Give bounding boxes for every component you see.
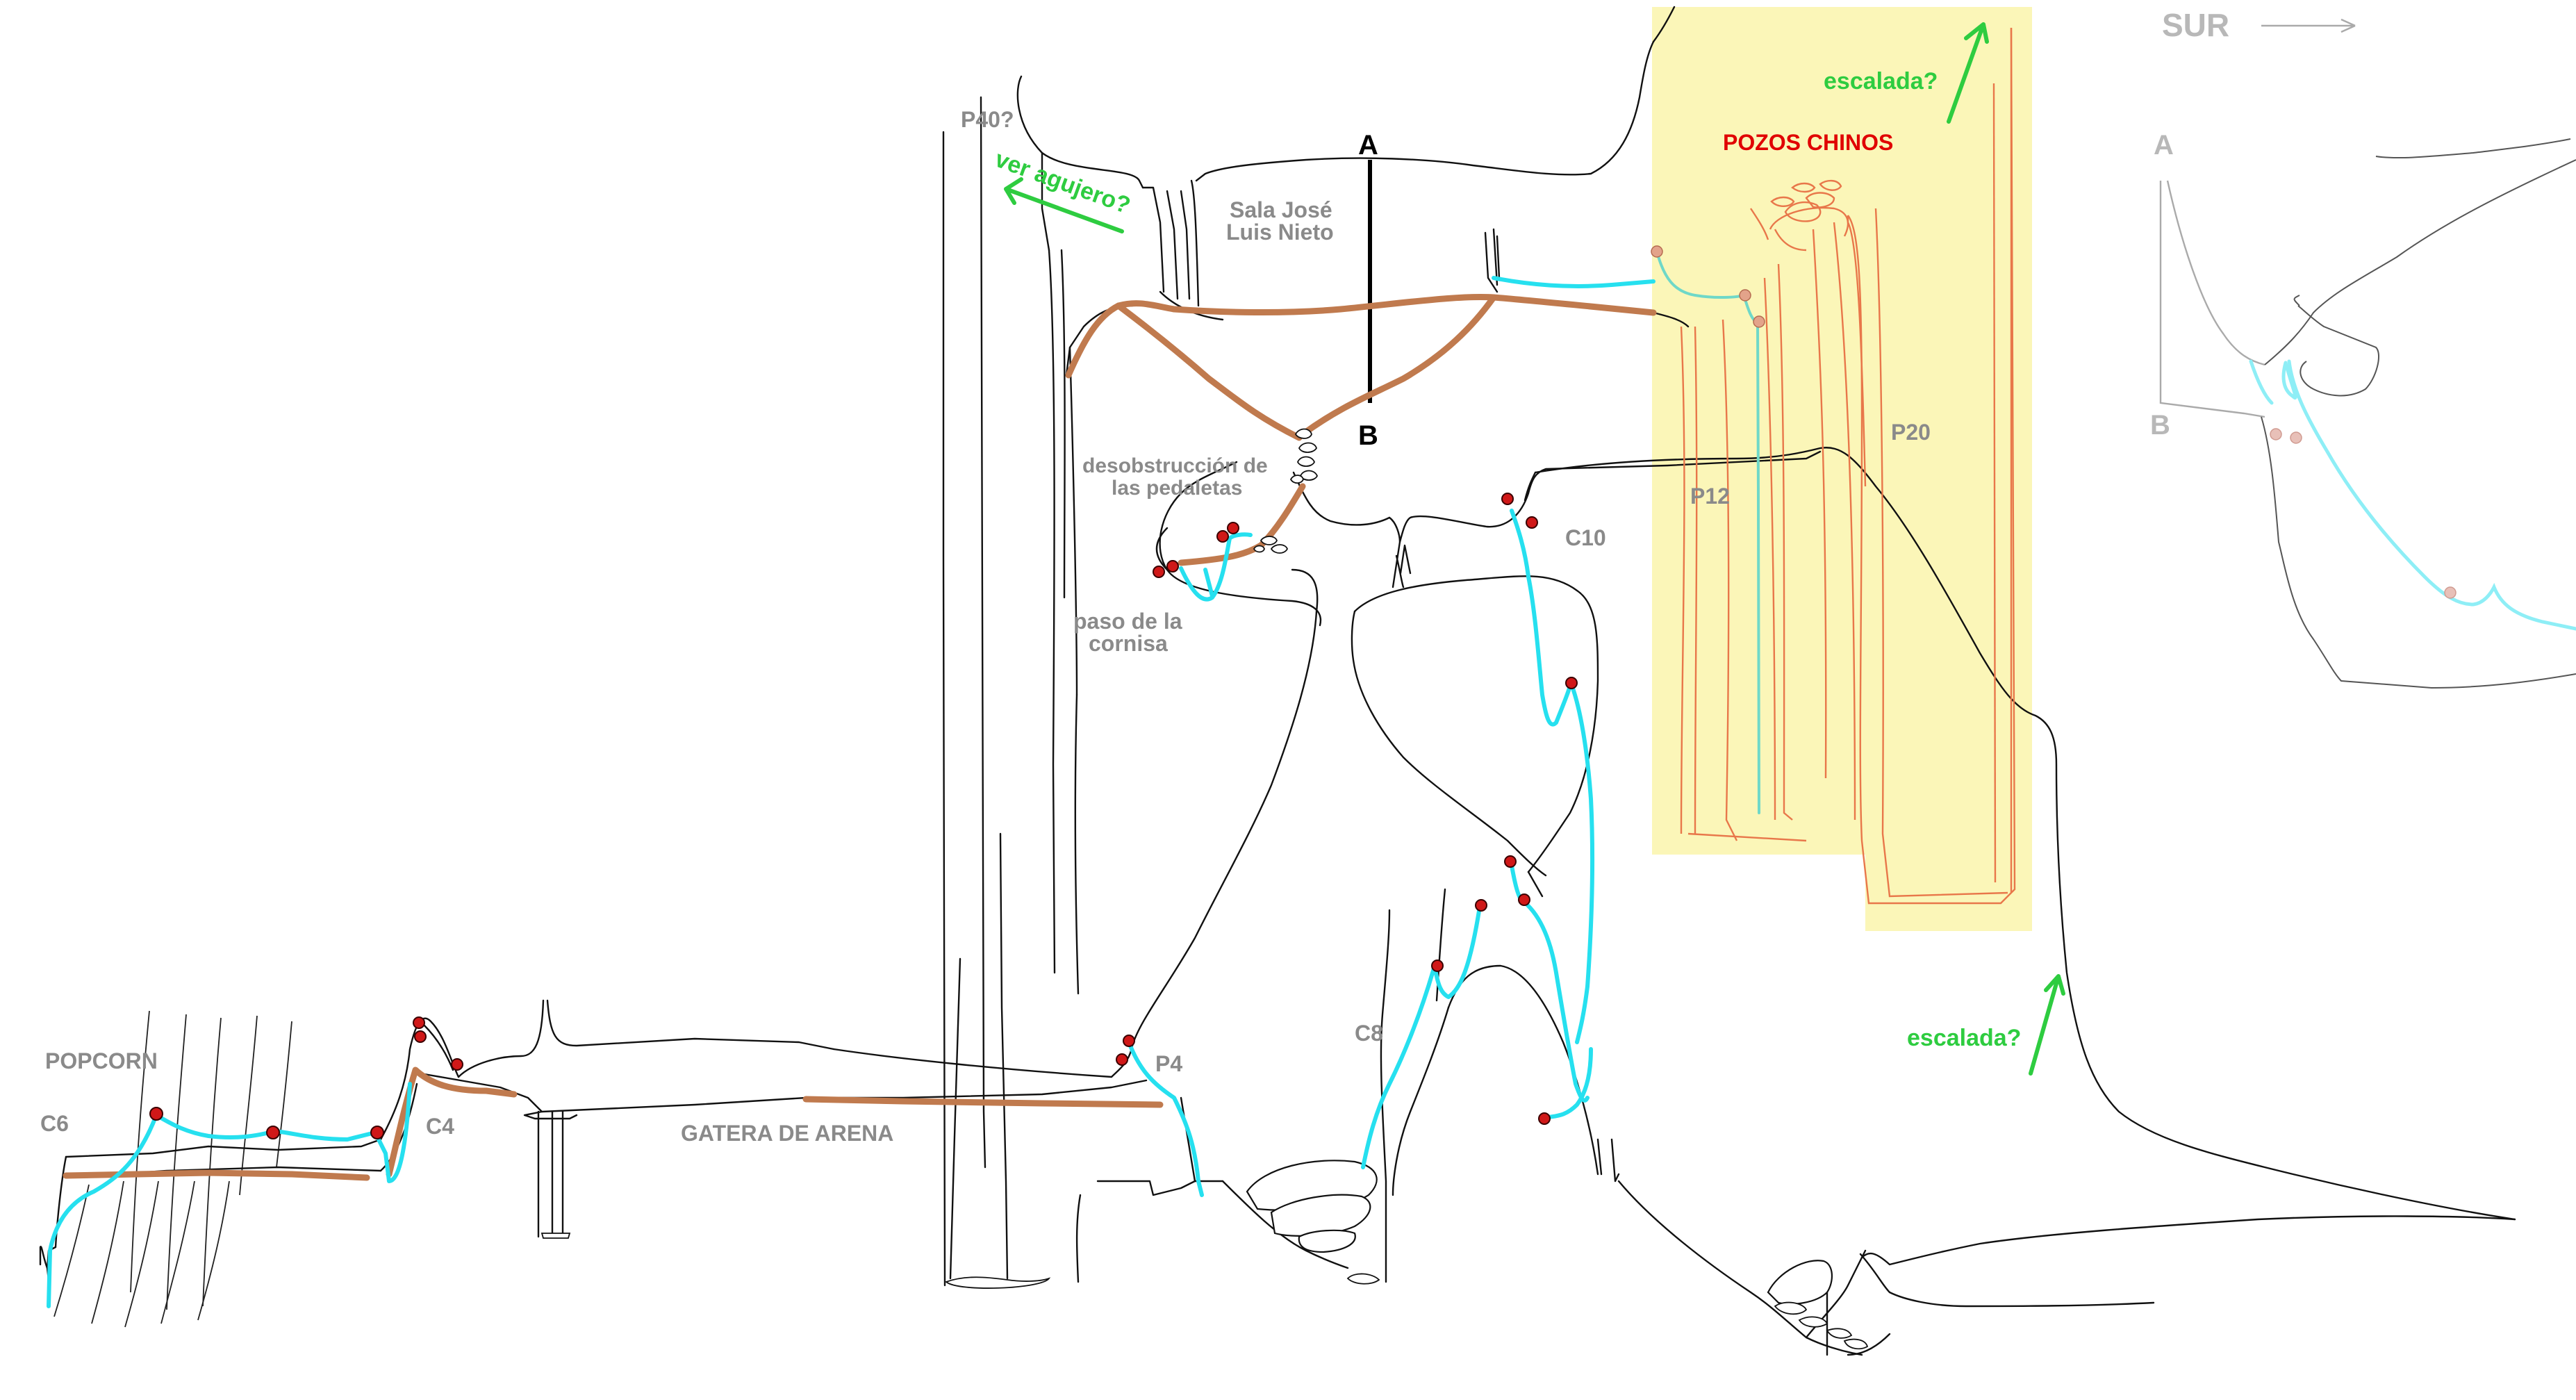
arrow-ver-agujero	[1004, 177, 1124, 233]
label-p20: P20	[1891, 420, 1931, 445]
label-p40: P40?	[961, 107, 1014, 132]
anchor	[1526, 516, 1538, 529]
anchor	[266, 1126, 280, 1139]
arrow-sur	[2261, 18, 2356, 33]
anchor	[1504, 855, 1517, 868]
anchor	[1565, 677, 1578, 689]
anchor	[149, 1107, 163, 1121]
label-p4: P4	[1155, 1051, 1182, 1076]
label-c6: C6	[40, 1111, 69, 1136]
sur-profile	[2159, 138, 2576, 689]
arrow-escalada-bottom	[2029, 974, 2065, 1076]
anchor	[2290, 431, 2302, 444]
label-section-a: A	[1358, 130, 1378, 160]
pozos-chinos-zone	[1652, 7, 2032, 931]
anchor	[1216, 530, 1229, 543]
anchor	[414, 1030, 427, 1043]
anchor	[1475, 899, 1487, 912]
c10-c8-chambers	[1351, 544, 1620, 1283]
anchor	[1501, 493, 1514, 505]
label-p12: P12	[1690, 484, 1730, 509]
pozos-chinos-pits	[1680, 27, 2016, 905]
anchor-points	[149, 245, 2457, 1139]
anchor	[1227, 522, 1239, 534]
upper-right-walls	[1652, 6, 1690, 328]
label-c4: C4	[426, 1114, 454, 1139]
label-c8: C8	[1355, 1021, 1383, 1046]
label-sur: SUR	[2162, 7, 2229, 43]
shaft-floor-boulders	[540, 1233, 1380, 1289]
label-desobstruccion-line2: las pedaletas	[1112, 477, 1242, 500]
anchor	[1116, 1053, 1128, 1066]
anchor	[1166, 560, 1179, 573]
label-sala-line2: Luis Nieto	[1226, 220, 1334, 245]
anchor	[1153, 566, 1165, 578]
label-pozos-chinos: POZOS CHINOS	[1723, 130, 1893, 155]
anchor	[1518, 893, 1530, 906]
right-main-wall	[1524, 447, 2516, 1221]
anchor	[2444, 586, 2457, 599]
label-desobstruccion-line1: desobstrucción de	[1082, 454, 1268, 477]
label-profile-a: A	[2154, 130, 2174, 160]
label-escalada-bottom: escalada?	[1907, 1025, 2021, 1051]
label-paso-line2: cornisa	[1089, 631, 1168, 656]
label-section-b: B	[1358, 420, 1378, 451]
pedaletas-rubble	[1253, 428, 1318, 554]
label-c10: C10	[1565, 525, 1606, 550]
anchor	[451, 1058, 463, 1071]
anchor	[1651, 245, 1663, 258]
survey-route	[63, 293, 1657, 1181]
sala-jose-luis-nieto	[1065, 40, 1822, 627]
anchor	[370, 1126, 384, 1139]
anchor	[413, 1016, 425, 1029]
anchor	[1753, 315, 1765, 328]
label-gatera-de-arena: GATERA DE ARENA	[681, 1121, 893, 1146]
anchor	[2270, 428, 2282, 440]
label-escalada-top: escalada?	[1824, 68, 1938, 94]
c8-boulders	[1246, 1160, 1378, 1253]
label-profile-b: B	[2150, 410, 2170, 440]
anchor	[1123, 1035, 1135, 1047]
anchor	[1538, 1112, 1551, 1125]
labels: POPCORN C6 C4 GATERA DE ARENA P4 C8 C10 …	[40, 7, 2229, 1146]
anchor	[1431, 960, 1444, 972]
lower-passage	[1221, 1180, 2516, 1356]
label-paso-line1: paso de la	[1073, 609, 1182, 634]
anchor	[1739, 289, 1751, 302]
label-popcorn: POPCORN	[45, 1048, 158, 1073]
label-sala-line1: Sala José	[1230, 197, 1332, 222]
arrow-escalada-top	[1947, 22, 1989, 124]
bottom-rubble	[1767, 1260, 1869, 1350]
annotation-arrows	[1004, 18, 2356, 1076]
